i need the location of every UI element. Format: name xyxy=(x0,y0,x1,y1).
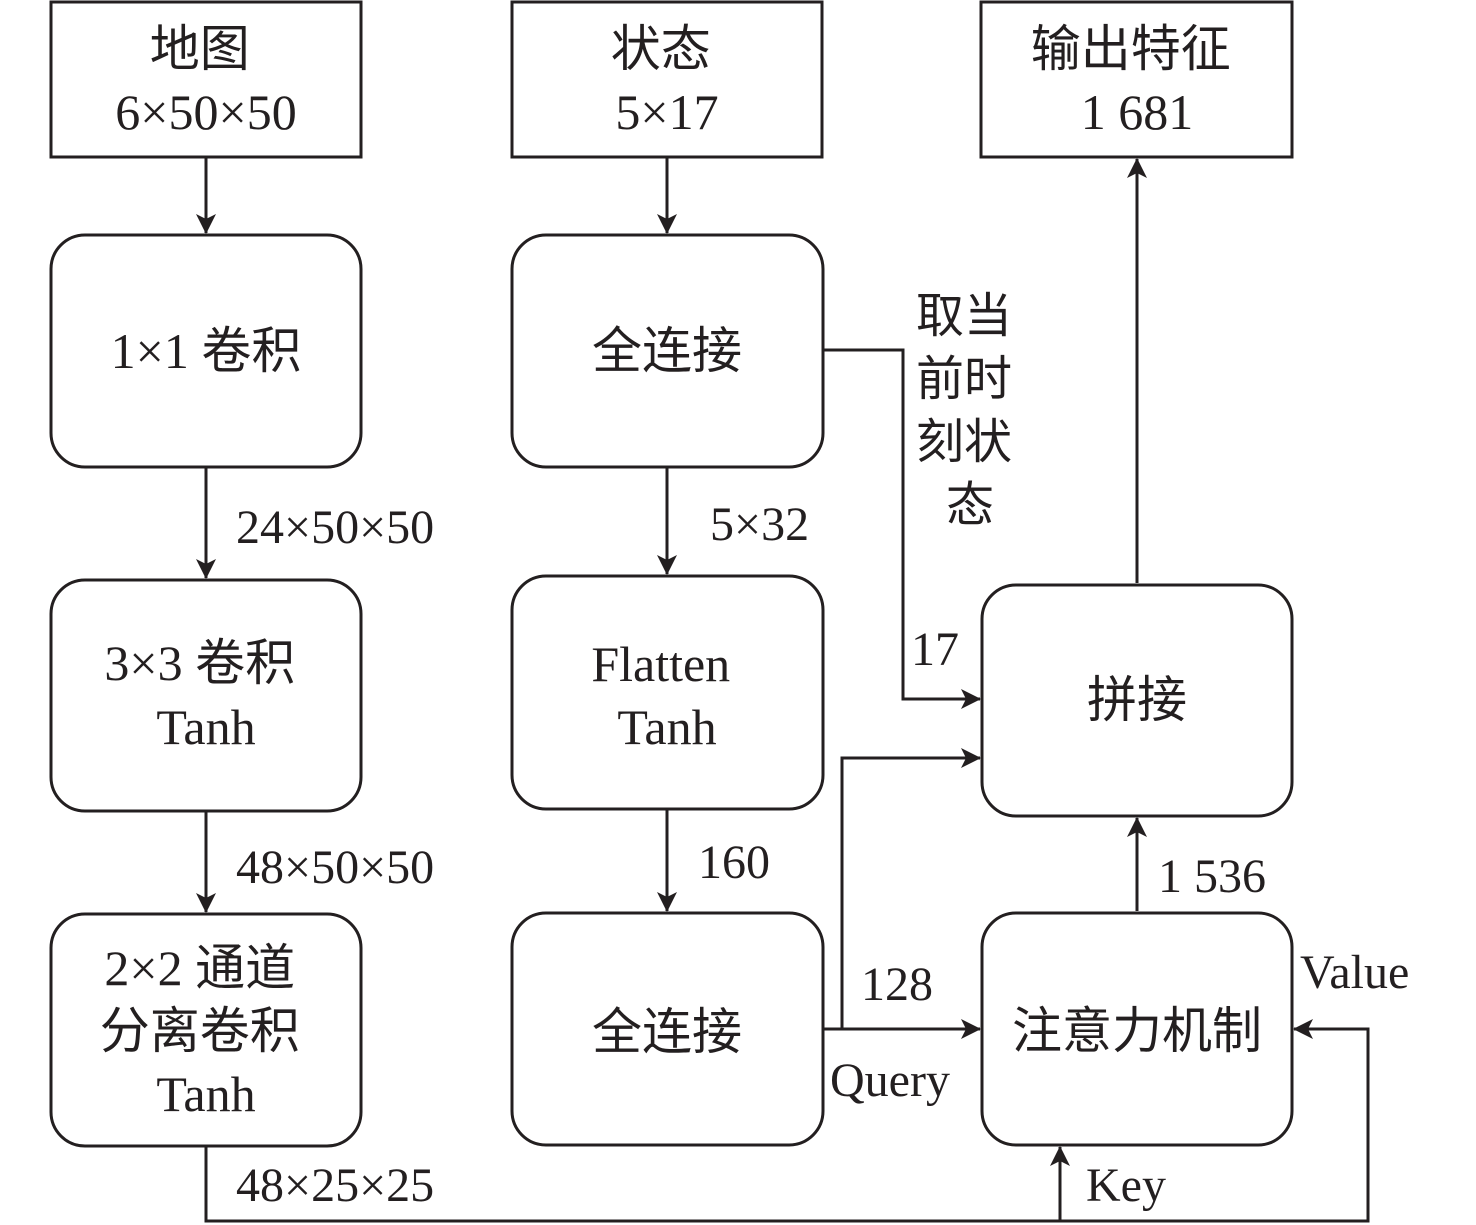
edge-label-e7: 128 xyxy=(861,958,933,1011)
node-flatten: Flatten Tanh xyxy=(510,574,825,811)
edge-labels: 24×50×50 48×50×50 48×25×25 5×32 160 17 1… xyxy=(236,290,1409,1212)
connectors xyxy=(196,157,1370,1223)
node-map-input-line-1: 地图 xyxy=(150,21,250,77)
svg-text:3×3 卷积 Tanh: 3×3 卷积 Tanh xyxy=(104,635,307,755)
svg-text:Flatten Tanh: Flatten Tanh xyxy=(591,636,742,755)
node-state-input-line-1: 状态 xyxy=(611,21,711,77)
edge-label-current-state-line-1: 取当 xyxy=(916,290,1012,343)
edge-label-e1: 24×50×50 xyxy=(236,501,434,554)
edge-label-e4: 5×32 xyxy=(710,498,809,551)
node-state-input-line-2: 5×17 xyxy=(615,84,718,140)
edge-label-e5: 160 xyxy=(698,836,770,889)
svg-text:2×2 通道 分离卷积 Tanh: 2×2 通道 分离卷积 Tanh xyxy=(100,940,313,1122)
node-map-input-line-2: 6×50×50 xyxy=(115,84,296,140)
node-flatten-line-1: Flatten xyxy=(591,636,730,692)
node-sepconv-line-1: 2×2 通道 xyxy=(104,940,295,996)
node-map-input: 地图 6×50×50 xyxy=(49,0,363,159)
edge-label-e3: 48×25×25 xyxy=(236,1159,434,1212)
edge-label-current-state-line-2: 前时 xyxy=(916,353,1012,406)
node-sepconv-line-2: 分离卷积 xyxy=(100,1003,300,1059)
edge-label-e6: 17 xyxy=(911,623,959,676)
svg-text:全连接: 全连接 xyxy=(592,1004,742,1060)
node-conv3x3-line-1: 3×3 卷积 xyxy=(104,635,295,691)
svg-text:全连接: 全连接 xyxy=(592,323,742,379)
arrow-sepconv-to-attention-key xyxy=(204,1146,1070,1223)
arrow-sepconv-to-attention-value xyxy=(1060,1019,1370,1223)
arrow-fc1-to-concat xyxy=(823,348,981,709)
edge-label-value: Value xyxy=(1300,946,1409,999)
node-fc2: 全连接 xyxy=(510,911,825,1147)
node-fc1-line-1: 全连接 xyxy=(592,323,742,379)
node-fc2-line-1: 全连接 xyxy=(592,1004,742,1060)
svg-text:状态 5×17: 状态 5×17 xyxy=(611,21,724,140)
node-concat: 拼接 xyxy=(980,583,1294,818)
node-fc1: 全连接 xyxy=(510,233,825,469)
node-attention-line-1: 注意力机制 xyxy=(1012,1003,1262,1059)
edge-label-current-state-line-3: 刻状 xyxy=(916,416,1012,469)
svg-text:地图 6×50×50: 地图 6×50×50 xyxy=(115,21,296,140)
node-attention: 注意力机制 xyxy=(980,911,1294,1147)
node-sepconv: 2×2 通道 分离卷积 Tanh xyxy=(49,912,363,1148)
edge-label-current-state-line-4: 态 xyxy=(946,479,994,532)
node-conv3x3: 3×3 卷积 Tanh xyxy=(49,578,363,813)
node-conv1x1-line-1: 1×1 卷积 xyxy=(111,323,302,379)
node-state-input: 状态 5×17 xyxy=(510,0,824,159)
node-concat-line-1: 拼接 xyxy=(1087,672,1187,728)
node-output-feature-line-1: 输出特征 xyxy=(1031,21,1231,77)
node-flatten-line-2: Tanh xyxy=(617,699,716,755)
svg-text:输出特征 1 681: 输出特征 1 681 xyxy=(1031,21,1244,140)
node-output-feature-line-2: 1 681 xyxy=(1081,84,1194,140)
svg-text:1×1 卷积: 1×1 卷积 xyxy=(111,323,302,379)
edge-label-query: Query xyxy=(830,1054,950,1107)
node-output-feature: 输出特征 1 681 xyxy=(979,0,1294,159)
edge-label-key: Key xyxy=(1086,1159,1166,1212)
node-sepconv-line-3: Tanh xyxy=(156,1066,255,1122)
edge-label-e8: 1 536 xyxy=(1158,850,1266,903)
node-conv3x3-line-2: Tanh xyxy=(156,699,255,755)
svg-text:拼接: 拼接 xyxy=(1087,672,1187,728)
arrow-fc2-to-concat xyxy=(840,748,981,1029)
node-conv1x1: 1×1 卷积 xyxy=(49,233,363,469)
svg-text:注意力机制: 注意力机制 xyxy=(1012,1003,1262,1059)
edge-label-e2: 48×50×50 xyxy=(236,841,434,894)
edge-label-current-state: 取当 前时 刻状 态 xyxy=(916,290,1024,532)
